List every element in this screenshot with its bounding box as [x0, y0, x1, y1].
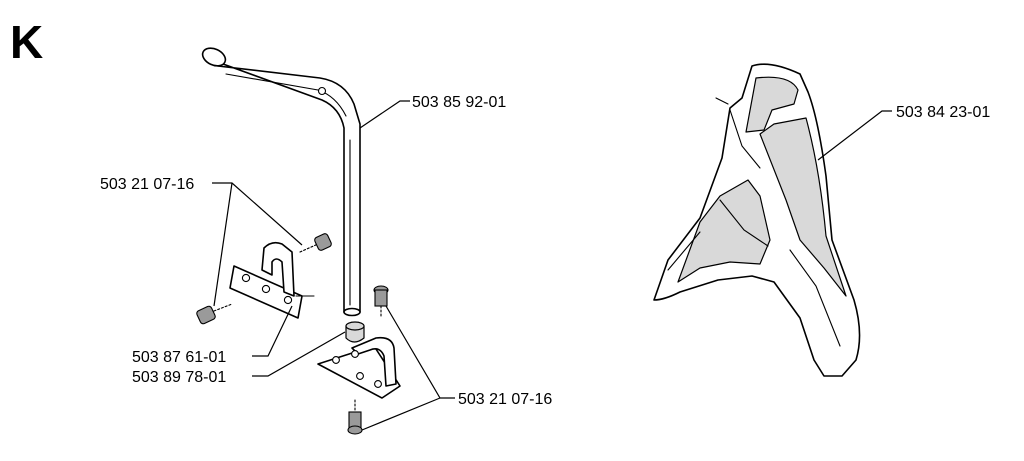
spacer[interactable] [345, 321, 365, 343]
section-letter: K [10, 16, 43, 68]
bolt-upper-left[interactable] [196, 303, 233, 325]
bolt-upper-right[interactable] [299, 233, 332, 253]
bolt-lower-top[interactable] [373, 285, 389, 319]
label-tube: 503 85 92-01 [412, 94, 506, 111]
bent-tube[interactable] [200, 45, 361, 317]
bracket-upper[interactable] [229, 241, 315, 319]
leader-lines [212, 100, 892, 431]
label-guard: 503 84 23-01 [896, 104, 990, 121]
label-bolt-upper: 503 21 07-16 [100, 176, 194, 193]
label-bracket-upper: 503 87 61-01 [132, 349, 226, 366]
bolt-lower-bottom[interactable] [347, 399, 363, 435]
bracket-lower[interactable] [317, 336, 401, 399]
guard[interactable] [653, 63, 861, 377]
label-spacer: 503 89 78-01 [132, 369, 226, 386]
label-bolt-lower: 503 21 07-16 [458, 391, 552, 408]
